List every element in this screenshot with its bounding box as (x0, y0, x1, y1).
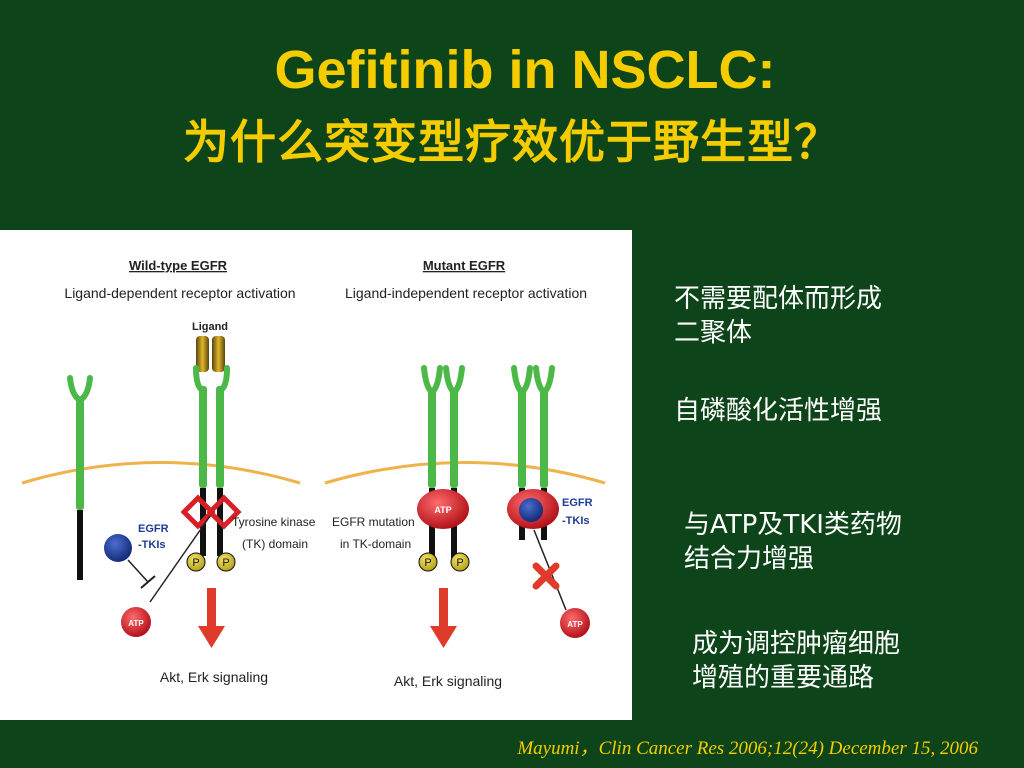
wild-subheading: Ligand-dependent receptor activation (64, 285, 295, 301)
note-line: 二聚体 (674, 318, 753, 348)
note-line: 结合力增强 (684, 544, 815, 574)
svg-text:P: P (222, 557, 229, 569)
wild-signal-label: Akt, Erk signaling (160, 669, 268, 685)
egfr-diagram: Wild-type EGFR Ligand-dependent receptor… (0, 230, 632, 720)
blocked-x-icon (532, 562, 560, 590)
mutant-membrane (324, 461, 606, 485)
svg-text:ATP: ATP (128, 619, 144, 628)
svg-text:ATP: ATP (567, 620, 583, 629)
wild-membrane (21, 461, 301, 485)
note-line: 增殖的重要通路 (692, 663, 875, 693)
slide-title: Gefitinib in NSCLC: (274, 40, 776, 100)
mutation-label-2: in TK-domain (340, 537, 411, 551)
note-key-pathway: 成为调控肿瘤细胞 增殖的重要通路 (692, 627, 900, 695)
citation: Mayumi，Clin Cancer Res 2006;12(24) Decem… (517, 738, 978, 759)
wild-phospho-right: P (216, 552, 236, 572)
note-line: 自磷酸化活性增强 (674, 396, 883, 426)
mutant-signal-label: Akt, Erk signaling (394, 673, 502, 689)
note-ligand-independent: 不需要配体而形成 二聚体 (674, 282, 882, 350)
wild-tk-domain (180, 494, 242, 530)
mutant-subheading: Ligand-independent receptor activation (345, 285, 587, 301)
wild-phospho-left: P (186, 552, 206, 572)
note-line: 成为调控肿瘤细胞 (692, 629, 901, 659)
egfr-diagram-svg: Wild-type EGFR Ligand-dependent receptor… (21, 258, 606, 689)
mutant-atp-molecule: ATP (560, 608, 590, 638)
ligand-icon (196, 336, 225, 372)
mutant-phospho-left: P (418, 552, 438, 572)
wild-monomer-receptor (67, 375, 93, 580)
wild-atp-molecule: ATP (121, 607, 151, 637)
wild-tki-molecule (104, 534, 132, 562)
mutant-dimer-atp: ATP (417, 365, 469, 558)
mutant-phospho-right: P (450, 552, 470, 572)
wild-heading: Wild-type EGFR (129, 258, 228, 273)
wild-tki-label-1: EGFR (138, 523, 169, 535)
mutant-tki-label-1: EGFR (562, 497, 593, 509)
wild-tki-inhibit-line (127, 559, 149, 583)
svg-text:P: P (192, 557, 199, 569)
ligand-label: Ligand (192, 321, 228, 333)
mutation-label-1: EGFR mutation (332, 515, 415, 529)
wild-signal-arrow (198, 588, 225, 648)
note-line: 不需要配体而形成 (674, 284, 883, 314)
tk-domain-label-1: Tyrosine kinase (232, 515, 316, 529)
note-line: 与ATP及TKI类药物 (684, 510, 902, 540)
mutant-heading: Mutant EGFR (423, 258, 506, 273)
svg-text:P: P (424, 557, 431, 569)
tk-domain-label-2: (TK) domain (242, 537, 308, 551)
note-autophosphorylation: 自磷酸化活性增强 (674, 394, 882, 428)
mutant-dimer-tki (507, 365, 559, 540)
wild-tki-inhibit-bar (140, 575, 156, 589)
slide-subtitle: 为什么突变型疗效优于野生型？ (183, 115, 841, 169)
svg-text:P: P (456, 557, 463, 569)
note-binding-affinity: 与ATP及TKI类药物 结合力增强 (684, 508, 902, 576)
wild-tki-label-2: -TKIs (138, 539, 166, 551)
mutant-signal-arrow (430, 588, 457, 648)
svg-text:ATP: ATP (434, 505, 451, 515)
wild-atp-binding-line (149, 515, 211, 603)
mutant-tki-label-2: -TKIs (562, 515, 590, 527)
